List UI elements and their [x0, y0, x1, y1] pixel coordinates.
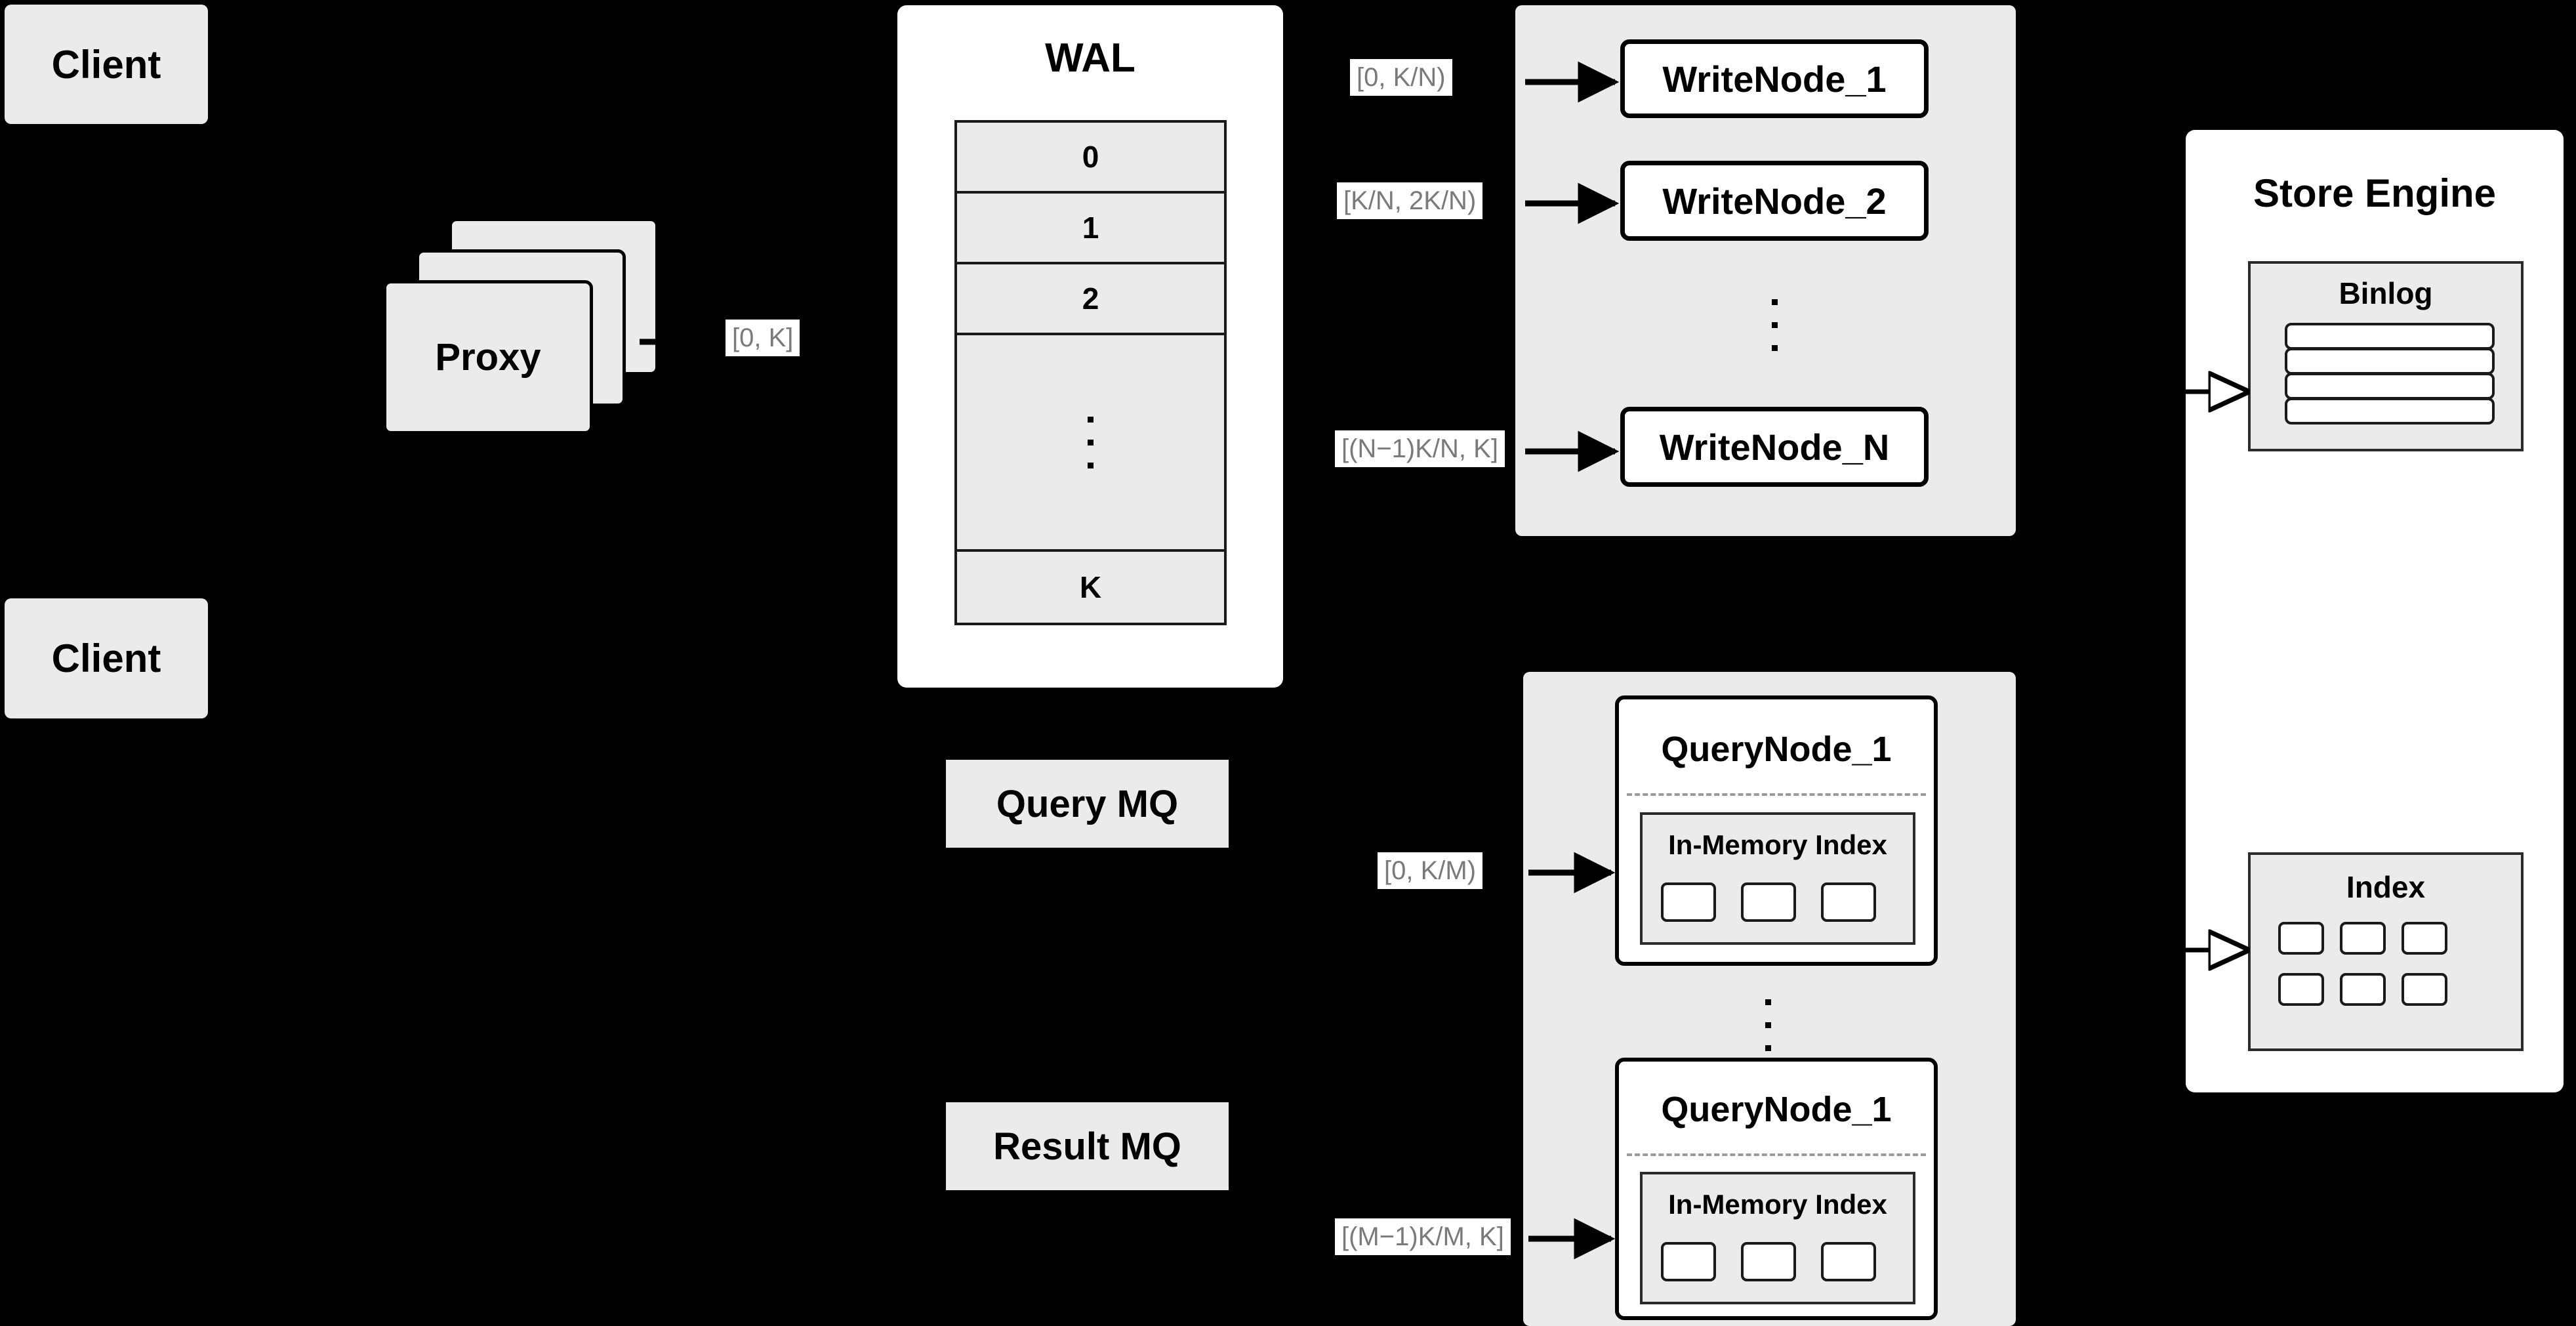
index-chip: [1741, 882, 1796, 922]
wal-row-value: 2: [1082, 281, 1099, 316]
index-chip: [1741, 1242, 1796, 1281]
result-mq-box[interactable]: Result MQ: [946, 1102, 1229, 1190]
write-node-label: WriteNode_1: [1662, 58, 1887, 100]
in-memory-index-label: In-Memory Index: [1668, 829, 1887, 860]
index-chip: [2402, 973, 2447, 1006]
in-memory-index-box: In-Memory Index: [1640, 812, 1915, 945]
binlog-title: Binlog: [2339, 276, 2433, 310]
edge-label-text: [(N−1)K/N, K]: [1341, 434, 1498, 463]
binlog-row: [2285, 398, 2495, 425]
store-engine-title: Store Engine: [2253, 171, 2497, 215]
binlog-row: [2285, 348, 2495, 375]
query-node-1[interactable]: QueryNode_1 In-Memory Index: [1615, 695, 1938, 966]
query-node-label: QueryNode_1: [1661, 730, 1892, 769]
binlog-row: [2285, 373, 2495, 400]
index-chip: [2278, 973, 2324, 1006]
wal-row-value: K: [1079, 570, 1102, 604]
result-mq-label: Result MQ: [993, 1125, 1181, 1168]
edge-label-write-node-1: [0, K/N): [1350, 59, 1452, 96]
query-node-divider: [1627, 1153, 1926, 1156]
query-mq-box[interactable]: Query MQ: [946, 760, 1229, 848]
wal-row: 2: [957, 264, 1224, 335]
wal-row: K: [957, 552, 1224, 623]
edge-label-write-node-n: [(N−1)K/N, K]: [1335, 430, 1505, 467]
edge-label-text: [0, K/M): [1384, 856, 1477, 885]
edge-label-query-node-m: [(M−1)K/M, K]: [1335, 1218, 1511, 1255]
client-box-2[interactable]: Client: [5, 598, 208, 718]
wal-row: 1: [957, 194, 1224, 264]
binlog-group: Binlog: [2248, 261, 2524, 451]
wal-panel: WAL 0 1 2 K: [897, 5, 1283, 688]
write-node-2[interactable]: WriteNode_2: [1620, 161, 1929, 241]
index-chip: [2278, 922, 2324, 955]
edge-label-text: [0, K/N): [1357, 63, 1446, 92]
index-chip: [2340, 922, 2386, 955]
wal-row: 0: [957, 123, 1224, 194]
query-mq-label: Query MQ: [996, 782, 1179, 825]
write-node-label: WriteNode_2: [1662, 180, 1887, 222]
vertical-ellipsis-icon: [1088, 416, 1094, 468]
query-node-divider: [1627, 793, 1926, 796]
index-chip: [1661, 882, 1716, 922]
index-chip: [1661, 1242, 1716, 1281]
proxy-card-front[interactable]: Proxy: [383, 280, 593, 434]
proxy-label: Proxy: [435, 336, 541, 379]
edge-label-proxy-to-wal: [0, K]: [726, 320, 800, 356]
wal-title: WAL: [1045, 35, 1135, 81]
store-engine-panel: Store Engine Binlog Index: [2186, 130, 2564, 1092]
index-title: Index: [2346, 870, 2426, 904]
write-node-label: WriteNode_N: [1659, 426, 1890, 468]
query-node-label: QueryNode_1: [1661, 1090, 1892, 1129]
in-memory-index-box: In-Memory Index: [1640, 1172, 1915, 1304]
binlog-row: [2285, 323, 2495, 350]
wal-row-value: 1: [1082, 211, 1099, 245]
proxy-stack[interactable]: Proxy: [383, 218, 659, 434]
edge-label-text: [K/N, 2K/N): [1343, 186, 1477, 215]
index-chip: [2402, 922, 2447, 955]
wal-row-ellipsis: [957, 335, 1224, 552]
write-node-ellipsis-icon: [1765, 279, 1784, 371]
wal-row-value: 0: [1082, 140, 1099, 174]
index-chip: [1821, 1242, 1876, 1281]
edge-label-query-node-1: [0, K/M): [1378, 852, 1483, 889]
index-chip: [1821, 882, 1876, 922]
edge-label-text: [(M−1)K/M, K]: [1341, 1222, 1504, 1251]
edge-label-write-node-2: [K/N, 2K/N): [1337, 182, 1483, 219]
wal-table: 0 1 2 K: [954, 120, 1227, 625]
client-box-1[interactable]: Client: [5, 5, 208, 124]
index-chip: [2340, 973, 2386, 1006]
index-group: Index: [2248, 852, 2524, 1051]
edge-label-text: [0, K]: [732, 323, 794, 352]
client-label: Client: [51, 636, 161, 680]
client-label: Client: [51, 42, 161, 87]
query-node-ellipsis-icon: [1758, 979, 1778, 1071]
write-node-n[interactable]: WriteNode_N: [1620, 407, 1929, 487]
write-node-1[interactable]: WriteNode_1: [1620, 39, 1929, 118]
in-memory-index-label: In-Memory Index: [1668, 1189, 1887, 1220]
query-node-m[interactable]: QueryNode_1 In-Memory Index: [1615, 1058, 1938, 1320]
